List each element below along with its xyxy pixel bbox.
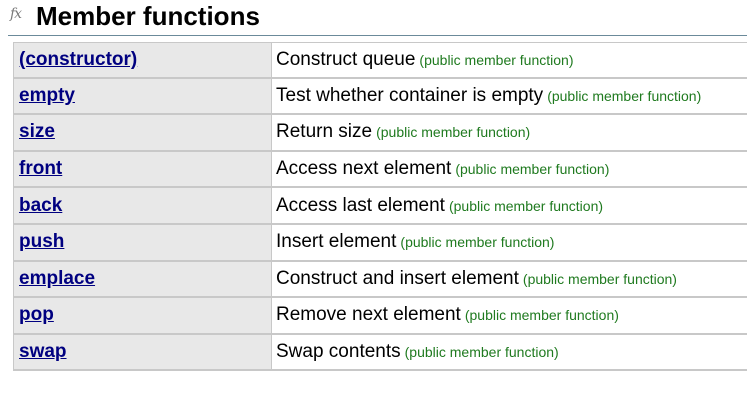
member-kind: (public member function) [400,234,555,251]
member-functions-table: (constructor) Construct queue(public mem… [13,42,747,372]
member-name-cell: pop [13,298,272,335]
table-row: swap Swap contents(public member functio… [13,334,747,372]
member-description: Remove next element [276,304,461,326]
member-description: Swap contents [276,341,401,363]
table-row: back Access last element(public member f… [13,188,747,225]
member-link-push[interactable]: push [19,231,65,253]
section-title: Member functions [36,1,260,31]
member-description-cell: Return size(public member function) [272,115,747,152]
member-link-constructor[interactable]: (constructor) [19,48,138,70]
member-name-cell: (constructor) [13,42,272,79]
member-link-empty[interactable]: empty [19,84,75,106]
member-kind: (public member function) [404,344,559,361]
fx-icon: fx [10,6,22,22]
member-link-swap[interactable]: swap [19,341,67,363]
table-row: front Access next element(public member … [13,151,747,189]
table-row: empty Test whether container is empty(pu… [13,78,747,116]
member-link-back[interactable]: back [19,194,63,216]
table-row: pop Remove next element(public member fu… [13,298,747,335]
member-description: Access last element [276,194,445,216]
member-description-cell: Construct and insert element(public memb… [272,261,747,299]
member-description-cell: Access next element(public member functi… [272,151,747,189]
member-description: Test whether container is empty [276,84,544,106]
member-description: Access next element [276,158,452,180]
member-description-cell: Remove next element(public member functi… [272,298,747,335]
member-description: Construct and insert element [276,267,519,289]
member-kind: (public member function) [547,87,702,104]
member-kind: (public member function) [455,161,610,178]
member-description: Return size [276,121,373,143]
member-name-cell: push [13,224,272,262]
member-kind: (public member function) [376,124,531,141]
member-link-pop[interactable]: pop [19,304,54,326]
member-kind: (public member function) [448,197,604,214]
member-description-cell: Test whether container is empty(public m… [272,78,747,116]
member-name-cell: empty [13,78,272,116]
table-row: emplace Construct and insert element(pub… [13,261,747,299]
member-name-cell: emplace [13,261,272,299]
member-description-cell: Construct queue(public member function) [272,42,747,79]
member-description-cell: Insert element(public member function) [272,224,747,262]
table-row: size Return size(public member function) [13,115,747,152]
member-kind: (public member function) [419,51,574,68]
member-name-cell: swap [13,334,272,372]
member-description-cell: Swap contents(public member function) [272,334,747,372]
member-link-front[interactable]: front [19,158,63,180]
member-description: Construct queue [276,48,416,70]
member-link-emplace[interactable]: emplace [19,267,96,289]
member-kind: (public member function) [464,307,619,324]
member-description-cell: Access last element(public member functi… [272,188,747,225]
member-description: Insert element [276,231,397,253]
member-name-cell: size [13,115,272,152]
table-row: push Insert element(public member functi… [13,224,747,262]
member-link-size[interactable]: size [19,121,55,143]
member-name-cell: front [13,151,272,189]
member-name-cell: back [13,188,272,225]
table-row: (constructor) Construct queue(public mem… [13,42,747,79]
section-header: fx Member functions [8,0,747,36]
member-kind: (public member function) [522,270,677,287]
